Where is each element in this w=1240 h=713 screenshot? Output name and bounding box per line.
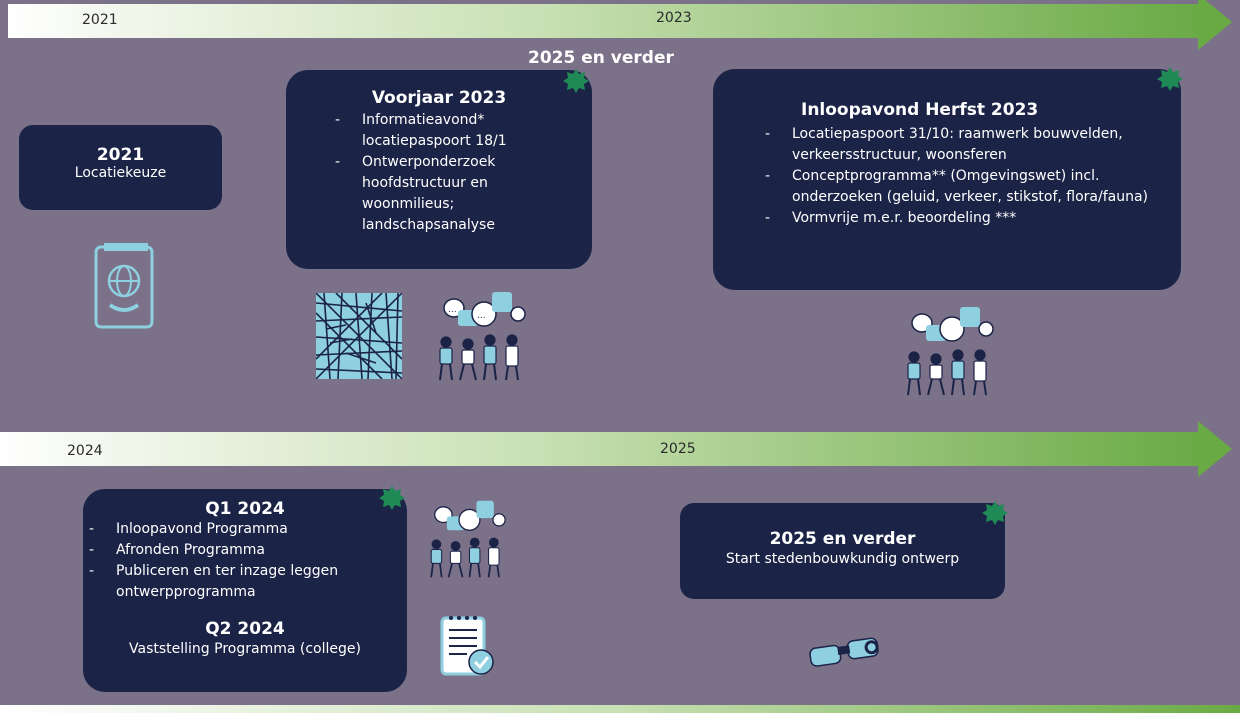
milestone-subtitle: Vaststelling Programma (college)	[129, 641, 361, 657]
star-badge-icon	[1157, 67, 1183, 91]
milestone-title: Q1 2024	[205, 499, 285, 519]
list-item: Informatieavond* locatiepaspoort 18/1	[335, 110, 572, 152]
milestone-list: Informatieavond* locatiepaspoort 18/1 On…	[335, 110, 572, 236]
milestone-title: 2021	[96, 145, 145, 165]
milestone-list: Inloopavond Programma Afronden Programma…	[89, 519, 393, 603]
list-item: Vormvrije m.e.r. beoordeling ***	[765, 208, 1161, 229]
passport-icon	[94, 243, 154, 329]
milestone-title-q2: Q2 2024	[205, 619, 285, 639]
star-badge-icon	[379, 486, 405, 510]
timeline-arrow-top: 2021 2023	[0, 0, 1240, 56]
milestone-box-2025-en-verder: 2025 en verder Start stedenbouwkundig on…	[680, 503, 1005, 599]
milestone-title: Inloopavond Herfst 2023	[801, 100, 1039, 120]
timeline-label-2025: 2025	[660, 441, 696, 457]
list-item: Locatiepaspoort 31/10: raamwerk bouwveld…	[765, 124, 1161, 166]
people-discussion-icon	[907, 307, 994, 396]
milestone-title: Voorjaar 2023	[371, 88, 507, 108]
milestone-subtitle: Locatiekeuze	[74, 165, 167, 181]
list-item: Ontwerponderzoek hoofdstructuur en woonm…	[335, 152, 572, 236]
people-discussion-icon: ... ...	[439, 292, 526, 381]
timeline-arrow-strip	[0, 705, 1240, 713]
star-badge-icon	[982, 501, 1008, 525]
overlay-title: 2025 en verder	[528, 48, 674, 68]
timeline-arrow-bottom: 2024 2025	[0, 416, 1240, 480]
milestone-box-voorjaar-2023: Voorjaar 2023 Informatieavond* locatiepa…	[286, 70, 592, 269]
list-item: Conceptprogramma** (Omgevingswet) incl. …	[765, 166, 1161, 208]
timeline-label-2023: 2023	[656, 10, 692, 26]
people-discussion-icon	[430, 500, 506, 578]
svg-text:...: ...	[448, 305, 457, 315]
list-item: Publiceren en ter inzage leggen ontwerpp…	[89, 561, 393, 603]
city-map-icon	[316, 293, 402, 379]
document-checklist-icon	[440, 616, 494, 676]
star-badge-icon	[563, 69, 589, 93]
milestone-list: Locatiepaspoort 31/10: raamwerk bouwveld…	[765, 124, 1161, 229]
milestone-box-herfst-2023: Inloopavond Herfst 2023 Locatiepaspoort …	[713, 69, 1181, 290]
milestone-box-q1-q2-2024: Q1 2024 Inloopavond Programma Afronden P…	[83, 489, 407, 692]
list-item: Afronden Programma	[89, 540, 393, 561]
milestone-box-2021: 2021 Locatiekeuze	[19, 125, 222, 210]
milestone-title: 2025 en verder	[769, 529, 916, 549]
timeline-label-2024: 2024	[67, 443, 103, 459]
list-item: Inloopavond Programma	[89, 519, 393, 540]
binoculars-icon	[809, 637, 879, 667]
milestone-subtitle: Start stedenbouwkundig ontwerp	[725, 551, 960, 567]
timeline-label-2021: 2021	[82, 12, 118, 28]
svg-text:...: ...	[477, 311, 486, 321]
